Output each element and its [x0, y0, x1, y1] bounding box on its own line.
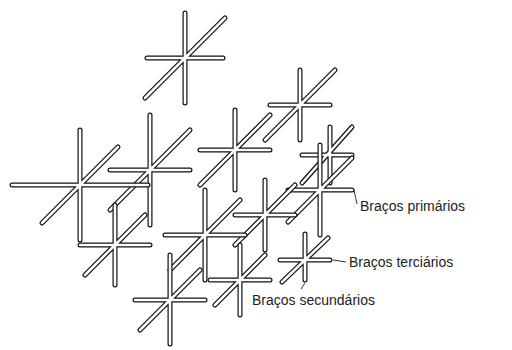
arm-label: Braços primários	[360, 198, 465, 214]
leader-line	[333, 260, 346, 262]
arm-label: Braços terciários	[349, 254, 453, 270]
arm-label: Braços secundários	[252, 292, 375, 308]
leader-line	[354, 190, 357, 204]
leader-lines	[301, 190, 357, 289]
leader-line	[301, 283, 305, 289]
